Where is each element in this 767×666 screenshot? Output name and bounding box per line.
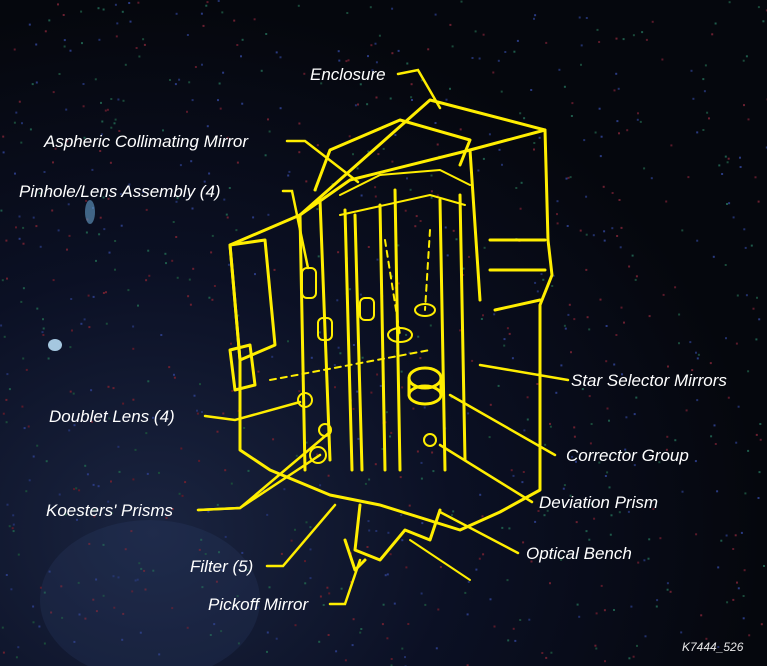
label-corrector-group: Corrector Group bbox=[566, 446, 689, 465]
label-optical-bench: Optical Bench bbox=[526, 544, 632, 563]
instrument-outline bbox=[228, 98, 554, 581]
galaxy-smudge bbox=[85, 200, 95, 224]
figure-id: K7444_526 bbox=[682, 640, 744, 654]
nebula-glow bbox=[40, 520, 260, 666]
label-star-selector-mirrors: Star Selector Mirrors bbox=[571, 371, 727, 390]
label-pinhole-lens-assembly: Pinhole/Lens Assembly (4) bbox=[19, 182, 221, 201]
leader-lines bbox=[196, 68, 570, 606]
label-koesters-prisms: Koesters' Prisms bbox=[46, 501, 173, 520]
label-doublet-lens: Doublet Lens (4) bbox=[49, 407, 175, 426]
label-deviation-prism: Deviation Prism bbox=[539, 493, 658, 512]
label-filter: Filter (5) bbox=[190, 557, 253, 576]
label-pickoff-mirror: Pickoff Mirror bbox=[208, 595, 309, 614]
label-aspheric-collimating-mirror: Aspheric Collimating Mirror bbox=[43, 132, 249, 151]
label-enclosure: Enclosure bbox=[310, 65, 386, 84]
bright-star bbox=[48, 339, 62, 351]
